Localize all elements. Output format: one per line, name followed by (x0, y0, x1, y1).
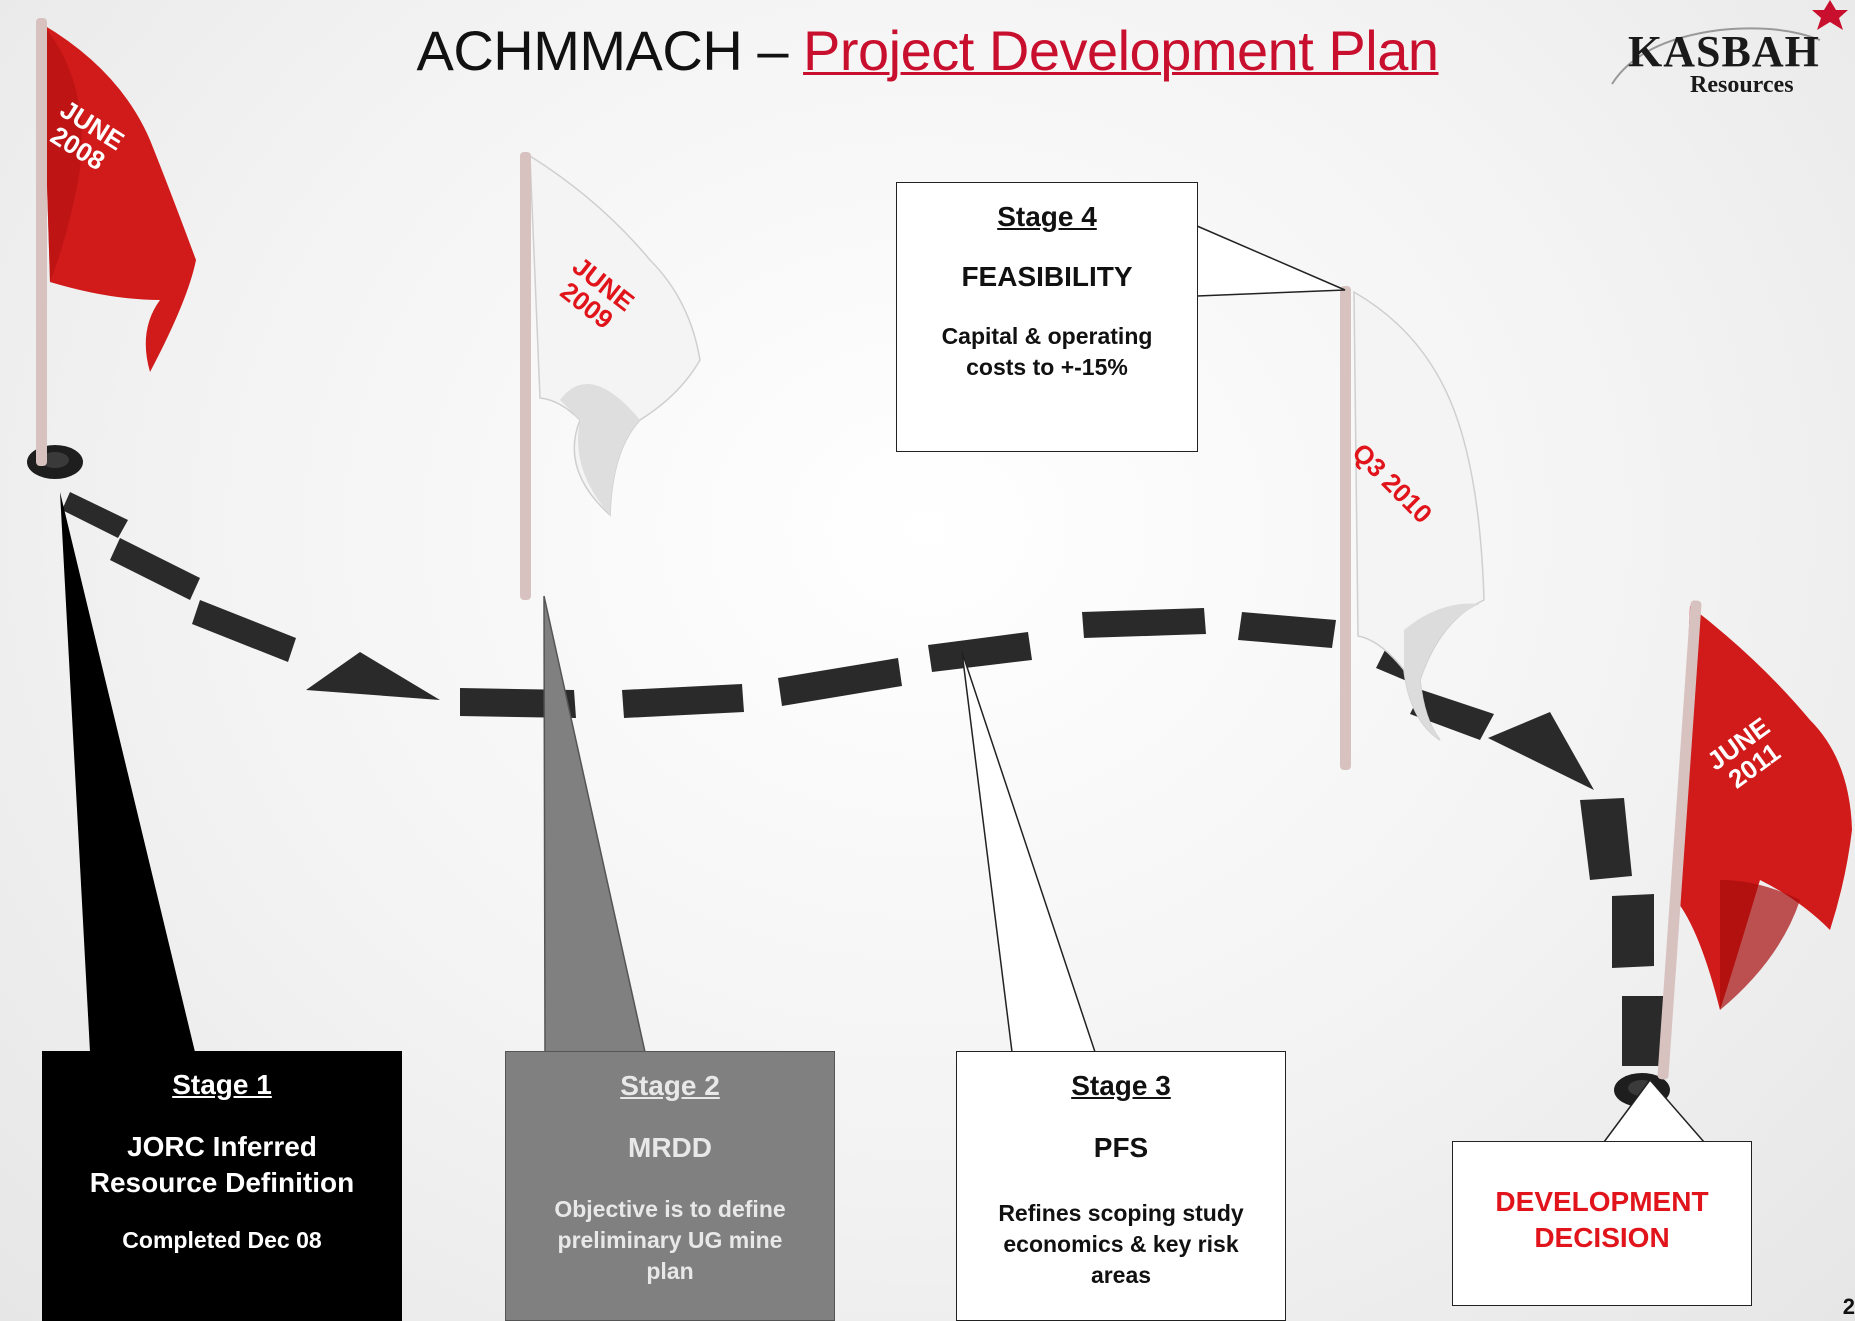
stage-2-description-line: preliminary UG mine (557, 1227, 783, 1253)
path-segment (1622, 996, 1664, 1066)
stage-3-label: Stage 3 (1071, 1070, 1171, 1101)
path-segment (622, 684, 744, 718)
stage-4-description-line: costs to +-15% (966, 354, 1128, 380)
flag-june-2009 (520, 152, 701, 600)
stage-3-heading: PFS (1093, 1132, 1149, 1163)
decision-line: DECISION (1534, 1222, 1670, 1253)
stage-3-description-line: areas (1090, 1262, 1152, 1288)
path-segment (62, 492, 128, 538)
stage-4-box: Stage 4 FEASIBILITY Capital & operating … (896, 182, 1198, 452)
path-segment (110, 538, 200, 600)
stage-1-box: Stage 1 JORC Inferred Resource Definitio… (42, 1051, 402, 1321)
path-segment (1488, 712, 1594, 790)
stage-2-heading: MRDD (628, 1132, 712, 1163)
callout-pointer-stage-1 (60, 492, 195, 1052)
flag-cloth-1 (42, 24, 196, 372)
stage-3-box: Stage 3 PFS Refines scoping study econom… (956, 1051, 1286, 1321)
logo-subtitle: Resources (1690, 72, 1794, 98)
development-decision-box: DEVELOPMENT DECISION (1452, 1141, 1752, 1306)
stage-2-description-line: Objective is to define (554, 1196, 786, 1222)
callout-pointer-stage-4 (1196, 225, 1346, 297)
page-number: 2 (1842, 1294, 1855, 1319)
logo-name: KASBAH (1628, 27, 1820, 76)
stage-2-description-line: plan (646, 1258, 694, 1284)
path-segment (192, 600, 296, 662)
stage-4-heading: FEASIBILITY (961, 261, 1133, 292)
flag-shade-4 (1720, 880, 1800, 1010)
stage-3-description-line: economics & key risk (1003, 1231, 1239, 1257)
path-segment (1410, 690, 1494, 740)
path-segment (1082, 608, 1206, 638)
logo-star-icon (1812, 0, 1848, 30)
stage-4-description-line: Capital & operating (941, 323, 1153, 349)
flag-cloth-2 (529, 154, 701, 517)
kasbah-logo: KASBAH Resources (1600, 0, 1840, 110)
flag-june-2008 (36, 18, 196, 466)
flag-shade-1 (42, 24, 82, 282)
title-prefix: ACHMMACH – (416, 19, 804, 82)
stage-1-label: Stage 1 (172, 1069, 272, 1100)
title-accent: Project Development Plan (803, 19, 1439, 82)
stage-4-label: Stage 4 (997, 201, 1097, 232)
path-segment (306, 652, 440, 700)
stage-1-description: Completed Dec 08 (122, 1227, 322, 1253)
logo-swoosh (1611, 27, 1821, 85)
stage-1-heading-line: JORC Inferred (127, 1131, 317, 1162)
callout-pointer-decision (1603, 1078, 1705, 1143)
path-segment (928, 632, 1032, 672)
path-segment (1238, 612, 1336, 648)
decision-line: DEVELOPMENT (1495, 1186, 1709, 1217)
flag-q3-2010 (1340, 286, 1485, 770)
flag-pole-1 (36, 18, 47, 466)
callout-pointer-stage-3 (961, 651, 1096, 1053)
flag-june-2011 (1657, 600, 1852, 1080)
path-segment (778, 658, 902, 706)
stage-1-heading-line: Resource Definition (89, 1167, 355, 1198)
flag-shade-2 (560, 384, 640, 515)
flag-shade-3 (1404, 603, 1480, 740)
page-title: ACHMMACH – Project Development Plan (0, 18, 1855, 83)
stage-3-description-line: Refines scoping study (998, 1200, 1244, 1226)
flag-pole-4 (1657, 600, 1702, 1080)
path-segment (1612, 894, 1654, 968)
flag-pole-2 (520, 152, 531, 600)
flag-base-hole-1 (41, 452, 69, 468)
flag-pole-3 (1340, 286, 1351, 770)
callout-pointer-stage-2 (543, 595, 646, 1053)
stage-2-label: Stage 2 (620, 1070, 720, 1101)
stage-2-box: Stage 2 MRDD Objective is to define prel… (505, 1051, 835, 1321)
path-segment (1580, 798, 1632, 880)
